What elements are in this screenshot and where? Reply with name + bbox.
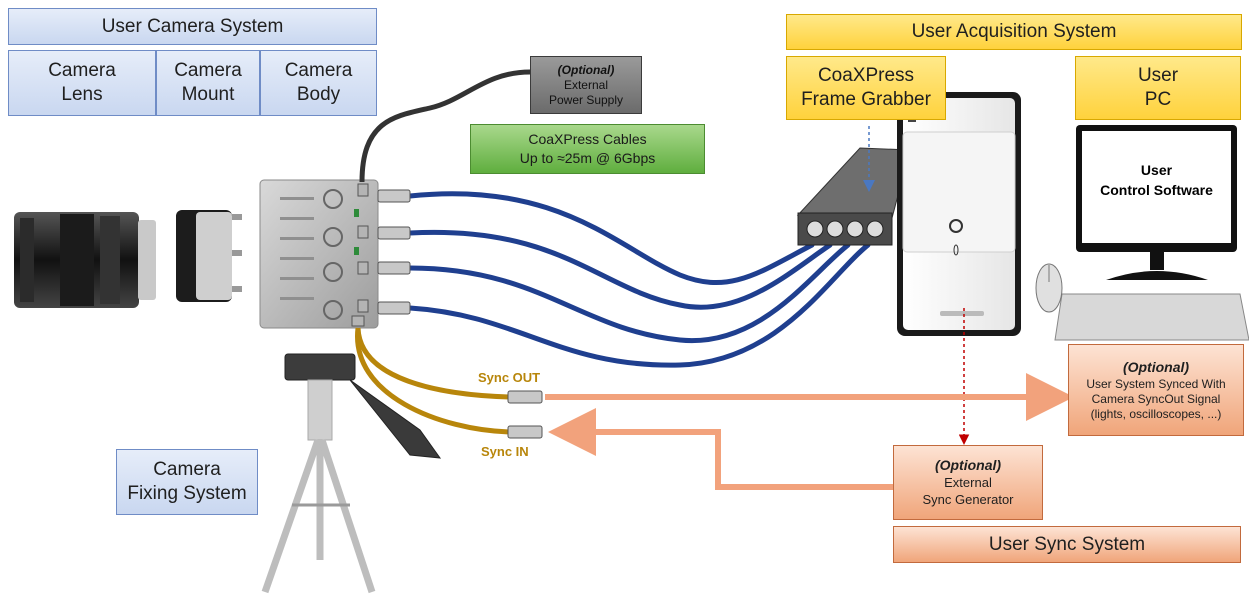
external-power-supply-box: (Optional) External Power Supply [530, 56, 642, 114]
user-camera-system-box: User Camera System [8, 8, 377, 45]
mouse-image [1035, 263, 1063, 313]
sync-generator-box: (Optional) External Sync Generator [893, 445, 1043, 520]
user-pc-box: User PC [1075, 56, 1241, 120]
tripod-image [261, 353, 442, 594]
sync-cables [355, 327, 511, 435]
sync-in-label: Sync IN [481, 444, 529, 459]
camera-body-image [259, 179, 379, 329]
optional-label: (Optional) [1122, 359, 1190, 375]
user-sync-system-box: User Sync System [893, 526, 1241, 563]
camera-lens-box: Camera Lens [8, 50, 156, 116]
camera-body-box: Camera Body [260, 50, 377, 116]
synced-system-box: (Optional) User System Synced With Camer… [1068, 344, 1244, 436]
sync-out-label: Sync OUT [478, 370, 541, 385]
camera-fixing-system-box: Camera Fixing System [116, 449, 258, 515]
frame-grabber-image [796, 147, 911, 246]
monitor-image [1076, 125, 1237, 280]
sync-generator-label: External Sync Generator [922, 475, 1014, 507]
camera-mount-box: Camera Mount [156, 50, 260, 116]
keyboard-image [1054, 293, 1249, 341]
optional-label: (Optional) [557, 62, 615, 77]
frame-grabber-box: CoaXPress Frame Grabber [786, 56, 946, 120]
pc-tower-image [897, 92, 1021, 336]
camera-lens-image [14, 212, 156, 308]
external-power-supply-label: External Power Supply [548, 77, 624, 107]
user-acquisition-system-box: User Acquisition System [786, 14, 1242, 50]
camera-mount-image [176, 210, 242, 302]
control-software-label: User Control Software [1100, 162, 1213, 198]
coaxpress-cables-box: CoaXPress Cables Up to ≈25m @ 6Gbps [470, 124, 705, 174]
coaxpress-cables [407, 191, 871, 368]
synced-system-label: User System Synced With Camera SyncOut S… [1086, 377, 1226, 421]
optional-label: (Optional) [934, 457, 1002, 473]
